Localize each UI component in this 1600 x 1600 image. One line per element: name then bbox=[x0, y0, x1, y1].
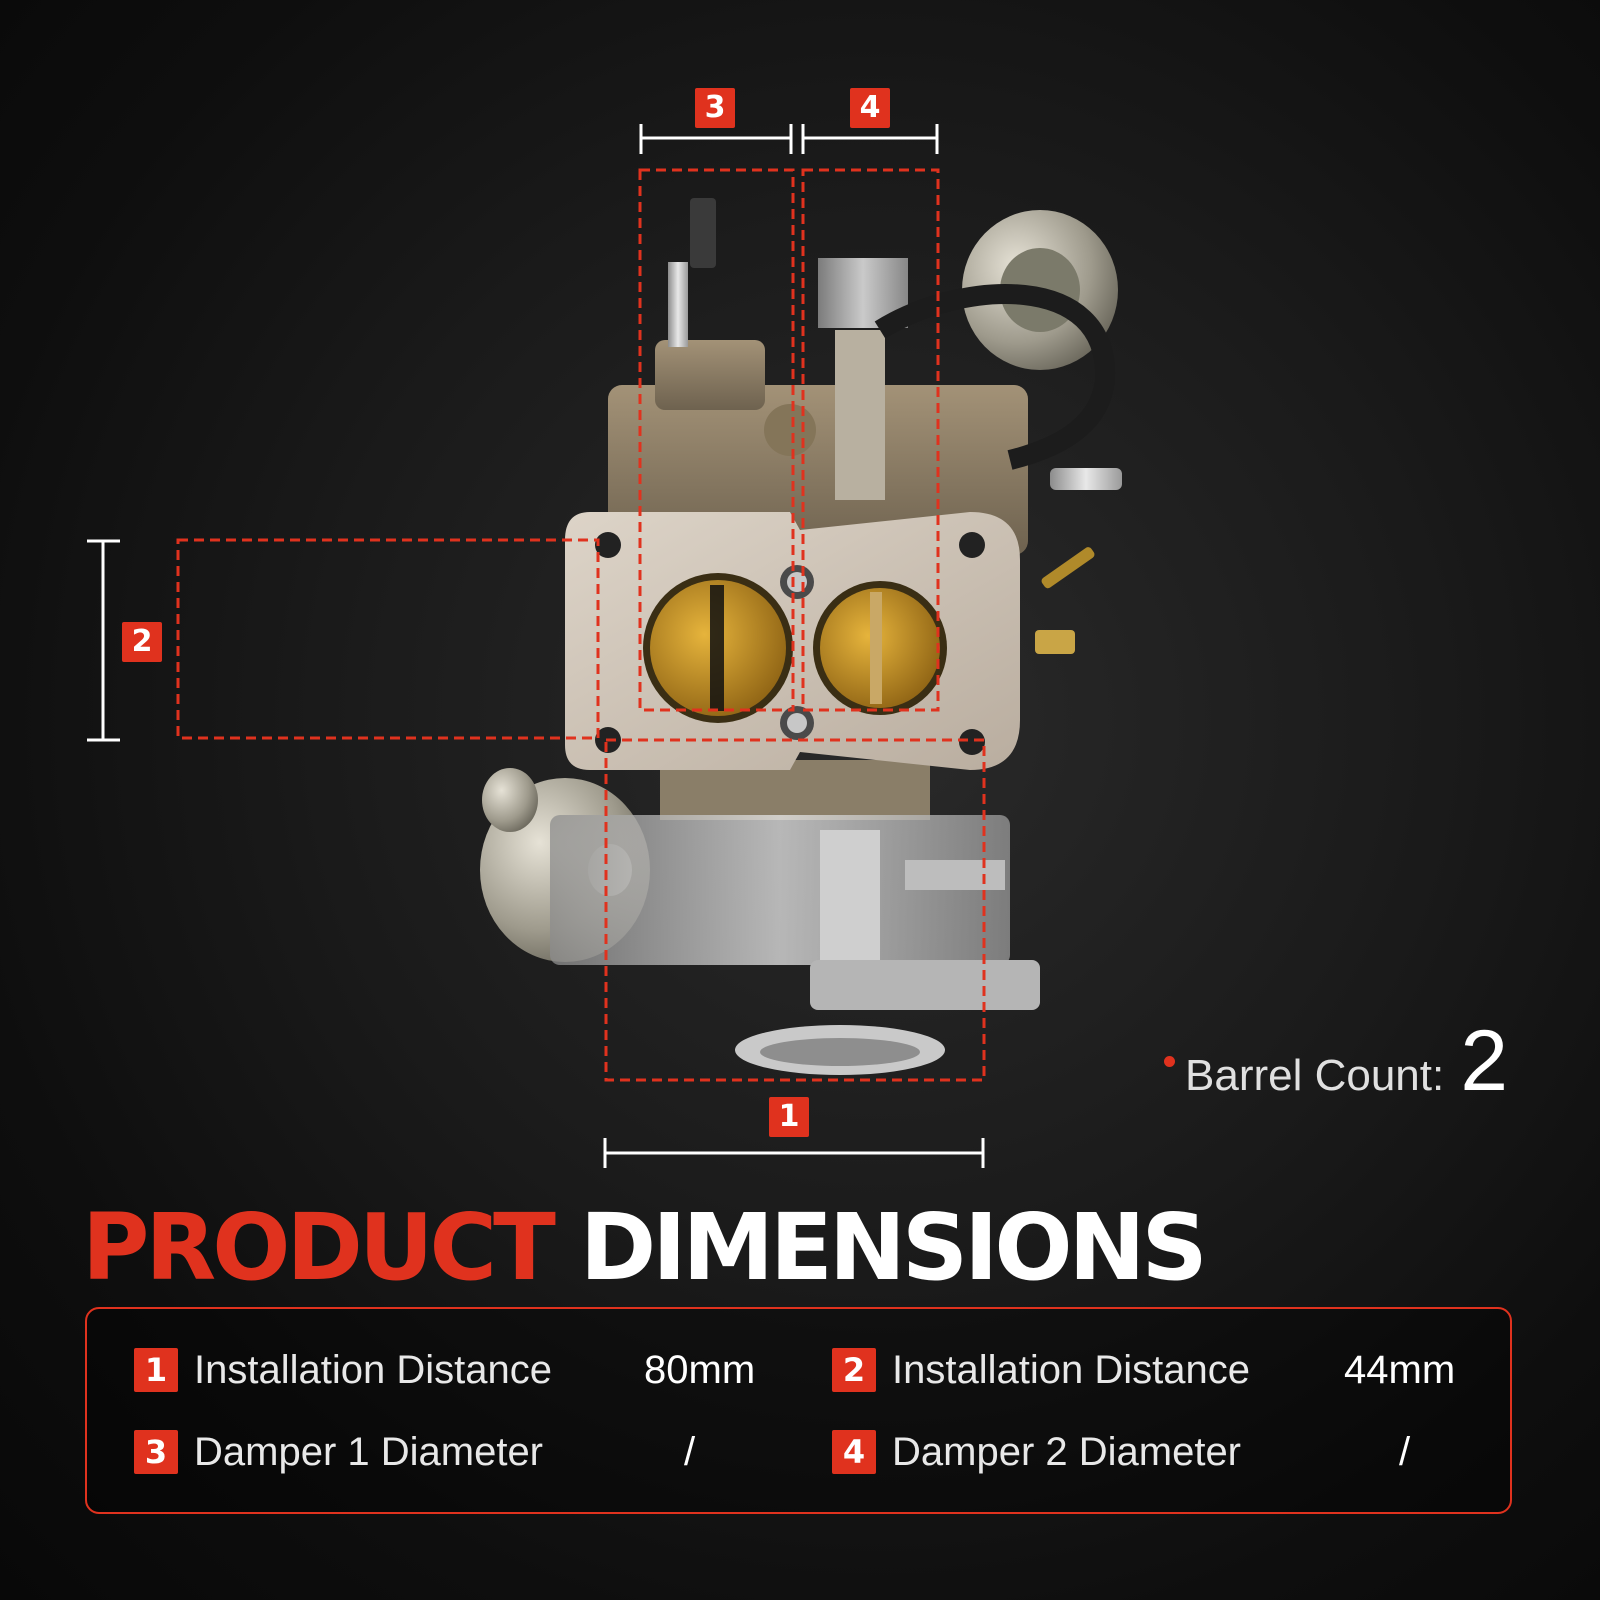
barrel-count: Barrel Count: 2 bbox=[1164, 1018, 1508, 1104]
page-title: PRODUCT DIMENSIONS bbox=[82, 1198, 1208, 1298]
spec-value: / bbox=[1399, 1429, 1411, 1474]
spec-number: 2 bbox=[832, 1348, 876, 1392]
barrel-count-value: 2 bbox=[1460, 1013, 1509, 1109]
spec-row-1: 1 Installation Distance 80mm bbox=[134, 1345, 774, 1395]
spec-value: 44mm bbox=[1344, 1347, 1456, 1392]
spec-label: Installation Distance bbox=[194, 1347, 552, 1392]
marker-3: 3 bbox=[695, 88, 735, 128]
spec-label: Damper 2 Diameter bbox=[892, 1429, 1242, 1474]
spec-label: Damper 1 Diameter bbox=[194, 1429, 544, 1474]
dimension-box-3 bbox=[638, 168, 795, 712]
barrel-count-label: Barrel Count: bbox=[1185, 1051, 1445, 1100]
spec-row-3: 3 Damper 1 Diameter / bbox=[134, 1427, 774, 1477]
marker-4: 4 bbox=[850, 88, 890, 128]
spec-value: / bbox=[684, 1429, 696, 1474]
bullet-dot bbox=[1164, 1055, 1175, 1067]
title-part-product: PRODUCT bbox=[82, 1194, 556, 1301]
dimension-lines bbox=[176, 168, 986, 1082]
dimension-box-1 bbox=[604, 738, 986, 1082]
spec-panel: 1 Installation Distance 80mm 2 Installat… bbox=[85, 1307, 1512, 1514]
title-part-dimensions: DIMENSIONS bbox=[579, 1194, 1208, 1301]
spec-row-2: 2 Installation Distance 44mm bbox=[832, 1345, 1472, 1395]
dimension-box-2 bbox=[176, 538, 600, 740]
marker-1: 1 bbox=[769, 1097, 809, 1137]
spec-number: 1 bbox=[134, 1348, 178, 1392]
spec-label: Installation Distance bbox=[892, 1347, 1250, 1392]
dimension-box-4 bbox=[801, 168, 940, 712]
spec-value: 80mm bbox=[644, 1347, 756, 1392]
marker-2: 2 bbox=[122, 622, 162, 662]
spec-number: 4 bbox=[832, 1430, 876, 1474]
spec-row-4: 4 Damper 2 Diameter / bbox=[832, 1427, 1472, 1477]
spec-number: 3 bbox=[134, 1430, 178, 1474]
